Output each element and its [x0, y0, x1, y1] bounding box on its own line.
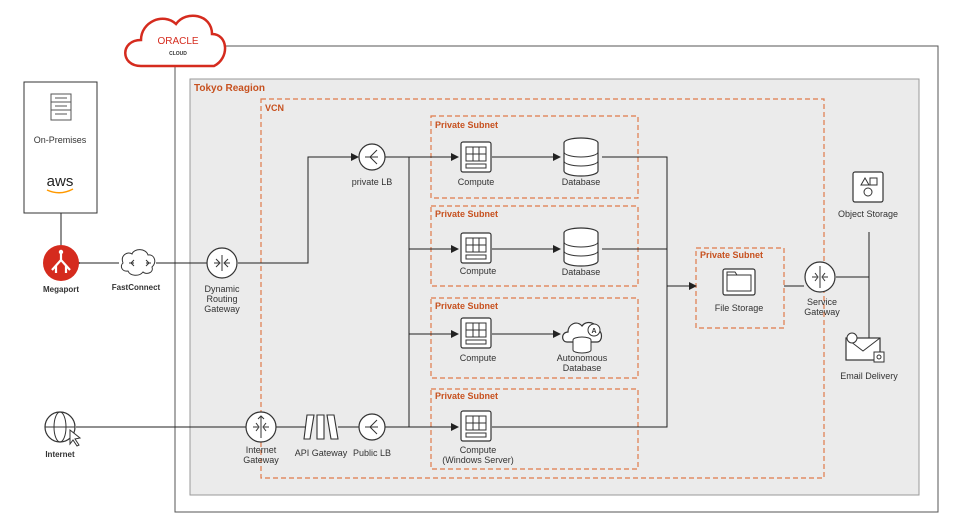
compute-label-3: Compute: [460, 353, 497, 363]
compute-icon: [460, 410, 492, 442]
drg-label-1: Dynamic: [204, 284, 240, 294]
compute-label-4b: (Windows Server): [442, 455, 514, 465]
file-storage-label: File Storage: [715, 303, 764, 313]
megaport-icon: [43, 245, 79, 281]
compute-label-4: Compute: [460, 445, 497, 455]
private-subnet-file-storage: Private Subnet: [695, 247, 785, 329]
igw-label-2: Gateway: [243, 455, 279, 465]
svg-text:CLOUD: CLOUD: [169, 51, 187, 57]
database-label-2: Database: [562, 267, 601, 277]
api-gateway-label: API Gateway: [295, 448, 348, 458]
compute-icon: [460, 141, 492, 173]
compute-icon: [460, 232, 492, 264]
private-lb-label: private LB: [352, 177, 393, 187]
svg-text:Private Subnet: Private Subnet: [700, 250, 763, 260]
internet-gateway-icon: [245, 411, 277, 443]
object-storage-icon: [852, 171, 884, 203]
email-delivery-icon: [845, 332, 885, 363]
database-icon: [563, 137, 599, 177]
internet-globe-icon: [44, 411, 82, 447]
file-storage-icon: [722, 268, 756, 296]
region-title: Tokyo Reagion: [194, 83, 265, 94]
svg-text:Private Subnet: Private Subnet: [435, 391, 498, 401]
compute-label-2: Compute: [460, 266, 497, 276]
autonomous-db-label-2: Database: [563, 363, 602, 373]
email-delivery-label: Email Delivery: [840, 371, 898, 381]
compute-label-1: Compute: [458, 177, 495, 187]
aws-logo: aws: [47, 173, 74, 190]
object-storage-label: Object Storage: [838, 209, 898, 219]
svg-text:A: A: [591, 328, 596, 335]
megaport-label: Megaport: [43, 285, 79, 294]
drg-label-3: Gateway: [204, 304, 240, 314]
oracle-cloud-logo: ORACLE CLOUD: [124, 14, 227, 68]
database-label-1: Database: [562, 177, 601, 187]
aws-smile-icon: [46, 188, 74, 194]
oracle-cloud-boundary: [174, 45, 939, 513]
fastconnect-icon: [120, 249, 156, 276]
on-premises-box: [23, 81, 98, 214]
autonomous-db-label-1: Autonomous: [557, 353, 608, 363]
dynamic-routing-gateway-icon: [206, 247, 238, 279]
svg-text:ORACLE: ORACLE: [157, 36, 198, 47]
svg-text:Private Subnet: Private Subnet: [435, 120, 498, 130]
svg-text:Private Subnet: Private Subnet: [435, 209, 498, 219]
fastconnect-label: FastConnect: [112, 283, 161, 292]
private-lb-icon: [358, 143, 386, 171]
public-lb-label: Public LB: [353, 448, 391, 458]
server-rack-icon: [50, 93, 72, 121]
on-premises-label: On-Premises: [34, 135, 87, 145]
api-gateway-icon: [303, 414, 339, 440]
database-icon: [563, 227, 599, 267]
svg-text:Private Subnet: Private Subnet: [435, 301, 498, 311]
service-gateway-icon: [804, 261, 836, 293]
service-gateway-label-1: Service: [807, 297, 837, 307]
drg-label-2: Routing: [206, 294, 237, 304]
service-gateway-label-2: Gateway: [804, 307, 840, 317]
igw-label-1: Internet: [246, 445, 277, 455]
compute-icon: [460, 317, 492, 349]
vcn-title: VCN: [265, 103, 284, 113]
public-lb-icon: [358, 413, 386, 441]
autonomous-database-icon: A: [562, 321, 603, 354]
internet-label: Internet: [45, 450, 75, 459]
